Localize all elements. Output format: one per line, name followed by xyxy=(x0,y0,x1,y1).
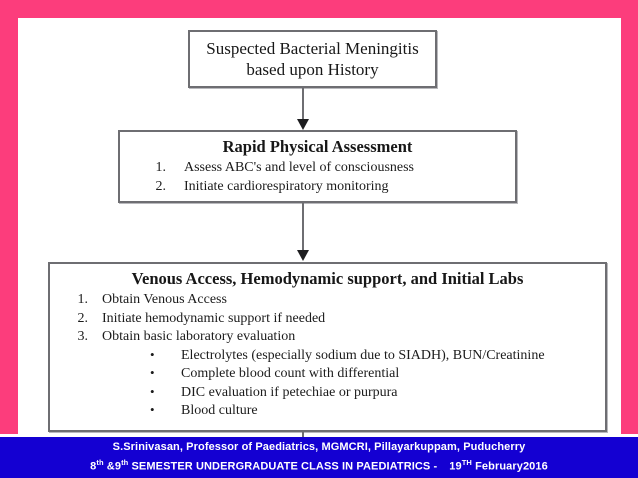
footer-date-sup: TH xyxy=(461,458,472,468)
node-line-2: based upon History xyxy=(246,60,379,79)
node-line-1: Suspected Bacterial Meningitis xyxy=(206,39,419,58)
arrowhead-down-icon xyxy=(297,119,309,130)
list-item: • DIC evaluation if petechiae or purpura xyxy=(150,384,605,403)
list-item: 1. Obtain Venous Access xyxy=(66,291,605,310)
footer-sem8: 8 xyxy=(90,460,97,473)
list-item: 1. Assess ABC's and level of consciousne… xyxy=(144,159,515,178)
list-item: • Electrolytes (especially sodium due to… xyxy=(150,347,605,366)
list-text: Assess ABC's and level of consciousness xyxy=(184,160,415,175)
flow-node-rapid-physical-assessment: Rapid Physical Assessment 1. Assess ABC'… xyxy=(118,130,517,203)
list-item: 2. Initiate cardiorespiratory monitoring xyxy=(144,178,515,197)
node-title-venous: Venous Access, Hemodynamic support, and … xyxy=(131,269,524,288)
bullet-icon: • xyxy=(150,402,155,417)
node-title-rapid: Rapid Physical Assessment xyxy=(222,137,413,156)
footer-date-day: 19 xyxy=(449,460,462,473)
arrowhead-down-icon xyxy=(297,250,309,261)
list-text: DIC evaluation if petechiae or purpura xyxy=(181,384,398,400)
list-text: Obtain Venous Access xyxy=(102,292,227,307)
bullet-icon: • xyxy=(150,346,155,362)
pink-frame-left xyxy=(0,0,18,434)
list-marker: 1. xyxy=(77,292,89,307)
list-marker: 1. xyxy=(155,160,167,175)
meningitis-flowchart: Suspected Bacterial Meningitis based upo… xyxy=(48,30,607,438)
footer-presenter-line: S.Srinivasan, Professor of Paediatrics, … xyxy=(112,441,526,454)
bullet-icon: • xyxy=(150,383,155,399)
arrow-connector-1 xyxy=(297,88,309,130)
footer-date-month: February2016 xyxy=(471,460,548,473)
list-item: 3. Obtain basic laboratory evaluation xyxy=(66,328,605,347)
list-marker: 3. xyxy=(77,329,89,344)
footer-class-line: 8th &9th SEMESTER UNDERGRADUATE CLASS IN… xyxy=(90,455,548,475)
bullet-icon: • xyxy=(150,365,155,380)
list-marker: 2. xyxy=(155,178,167,194)
list-marker: 2. xyxy=(77,310,89,326)
list-text: Obtain basic laboratory evaluation xyxy=(102,329,296,344)
connector-tail xyxy=(302,432,304,438)
footer-sem9: &9 xyxy=(103,460,122,473)
rapid-assessment-steps: 1. Assess ABC's and level of consciousne… xyxy=(144,159,515,196)
list-text: Initiate cardiorespiratory monitoring xyxy=(184,178,389,194)
laboratory-evaluation-sublist: • Electrolytes (especially sodium due to… xyxy=(150,347,605,421)
pink-frame-top xyxy=(0,0,638,18)
list-item: • Complete blood count with differential xyxy=(150,365,605,384)
flow-node-venous-access: Venous Access, Hemodynamic support, and … xyxy=(48,262,607,432)
slide-footer: S.Srinivasan, Professor of Paediatrics, … xyxy=(0,437,638,478)
list-text: Initiate hemodynamic support if needed xyxy=(102,310,326,326)
list-text: Complete blood count with differential xyxy=(181,366,400,381)
list-item: 2. Initiate hemodynamic support if neede… xyxy=(66,310,605,329)
flow-node-suspected-meningitis: Suspected Bacterial Meningitis based upo… xyxy=(188,30,437,88)
arrow-connector-2 xyxy=(297,203,309,261)
list-text: Blood culture xyxy=(181,403,258,418)
venous-access-steps: 1. Obtain Venous Access 2. Initiate hemo… xyxy=(66,291,605,347)
pink-frame-right xyxy=(621,0,638,434)
list-item: • Blood culture xyxy=(150,402,605,421)
list-text: Electrolytes (especially sodium due to S… xyxy=(181,347,545,363)
footer-sem8-sup: th xyxy=(96,458,104,468)
footer-sem9-sup: th xyxy=(121,458,129,468)
footer-class-text: SEMESTER UNDERGRADUATE CLASS IN PAEDIATR… xyxy=(128,460,438,473)
